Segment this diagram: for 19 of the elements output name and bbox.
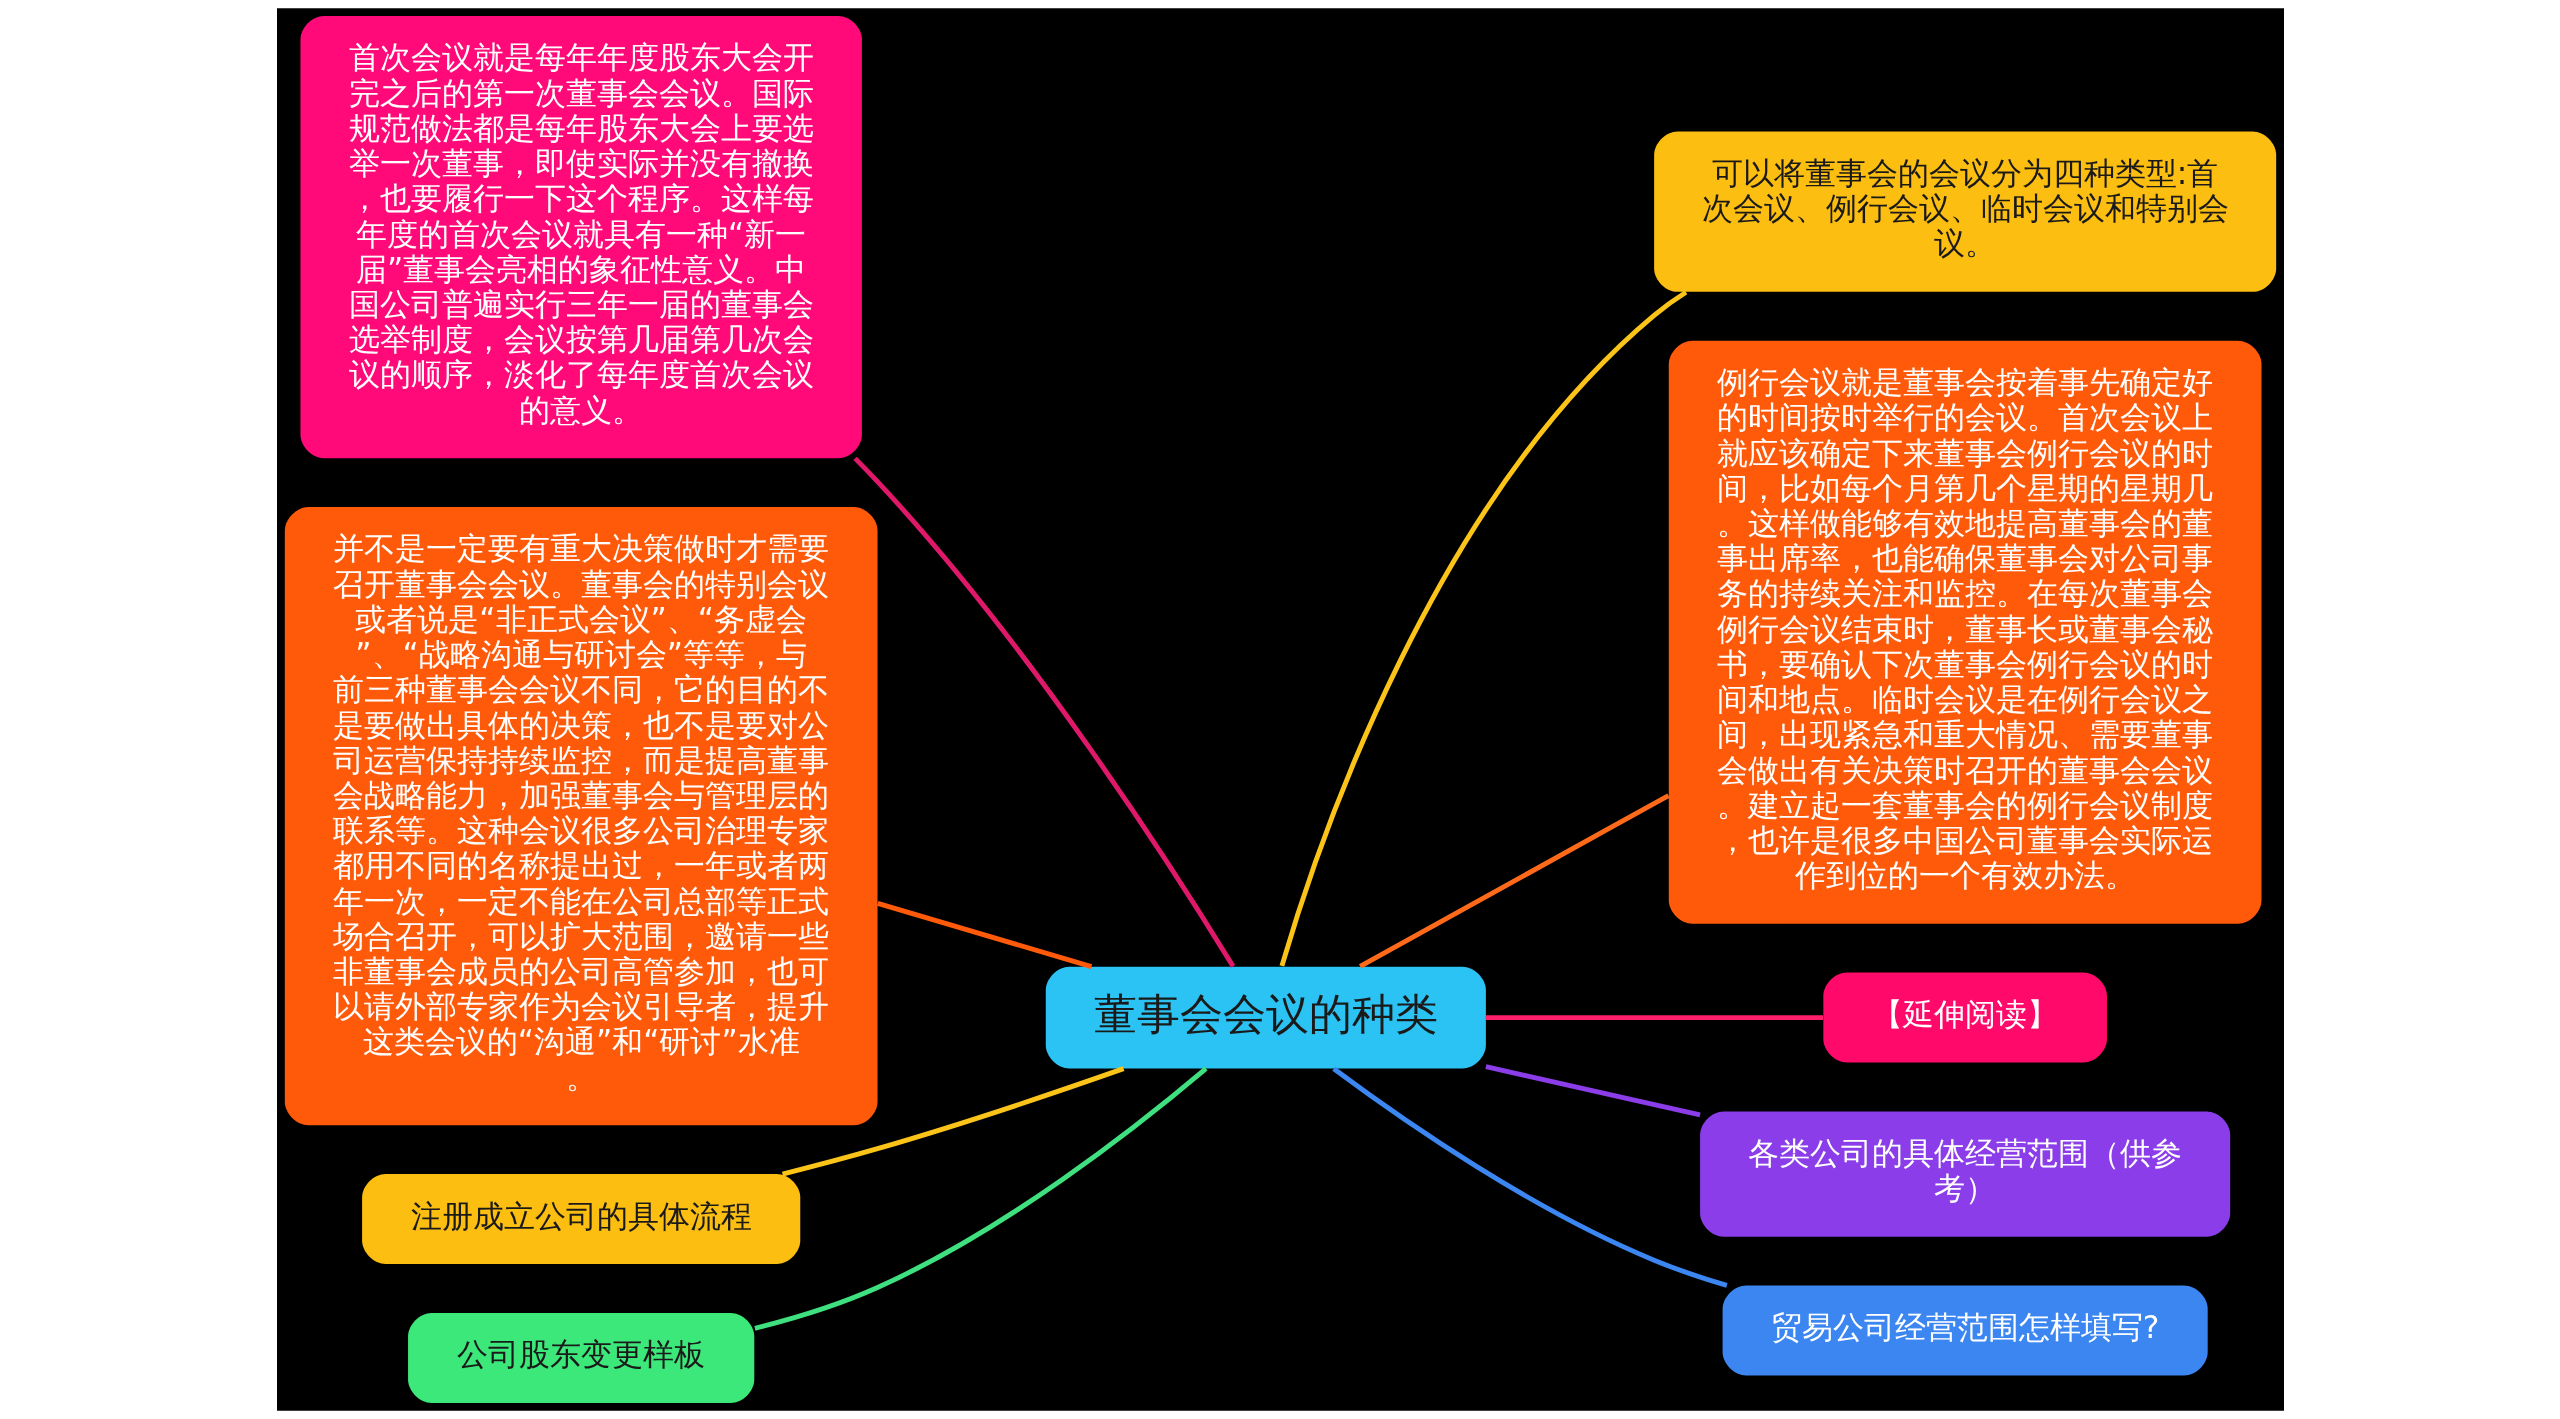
node-box: 【延伸阅读】 [1822, 972, 2107, 1063]
node-box: 并不是一定要有重大决策做时才需要召开董事会会议。董事会的特别会议或者说是“非正式会议”、“务虚会”、“战略沟通与研讨会”等等，与前三种董事会会议不同，它的目的不是要做出具体的决策，也不是要对公司运营保持持续监控，而是提高董事会战略能力，加强董事会与管理层的联系等。这种会议很多公司治理专家都用不同的名称提出过，一年或者两年一次，一定不能在公司总部等正式场合召开，可以扩大范围，邀请一些非董事会成员的公司高管参加，也可以请外部专家作为会议引导者，提升这类会议的“沟通”和“研讨”水准。 [284, 507, 878, 1126]
node-box: 董事会会议的种类 [1045, 966, 1486, 1069]
connector [876, 900, 1092, 969]
connector [753, 1066, 1207, 1331]
connector [852, 456, 1235, 968]
node-box: 例行会议就是董事会按着事先确定好的时间按时举行的会议。首次会议上就应该确定下来董事会例行会议的时间，比如每个月第几个星期的星期几。这样做能够有效地提高董事会的董事出席率，也能确保董事会对公司事务的持续关注和监控。在每次董事会例行会议结束时，董事长或董事会秘书，要确认下次董事会例行会议的时间和地点。临时会议是在例行会议之间，出现紧急和重大情况、需要董事会做出有关决策时召开的董事会会议。建立起一套董事会的例行会议制度，也许是很多中国公司董事会实际运作到位的一个有效办法。 [1668, 340, 2261, 924]
connector [1485, 1015, 1823, 1021]
connector [781, 1066, 1124, 1177]
connector [1331, 1066, 1728, 1288]
node-box: 各类公司的具体经营范围（供参考） [1699, 1111, 2230, 1237]
connector [1358, 793, 1670, 969]
node-box: 注册成立公司的具体流程 [361, 1174, 800, 1265]
connector [1279, 290, 1687, 967]
node-box: 首次会议就是每年年度股东大会开完之后的第一次董事会会议。国际规范做法都是每年股东大会上要选举一次董事，即使实际并没有撤换，也要履行一下这个程序。这样每年度的首次会议就具有一种“新一届”董事会亮相的象征性意义。中国公司普遍实行三年一届的董事会选举制度，会议按第几届第几次会议的顺序，淡化了每年度首次会议的意义。 [299, 16, 862, 459]
node-box: 贸易公司经营范围怎样填写? [1722, 1285, 2208, 1376]
connector [1484, 1064, 1701, 1118]
node-box: 公司股东变更样板 [407, 1312, 754, 1403]
node-box: 可以将董事会的会议分为四种类型:首次会议、例行会议、临时会议和特别会议。 [1653, 131, 2276, 292]
